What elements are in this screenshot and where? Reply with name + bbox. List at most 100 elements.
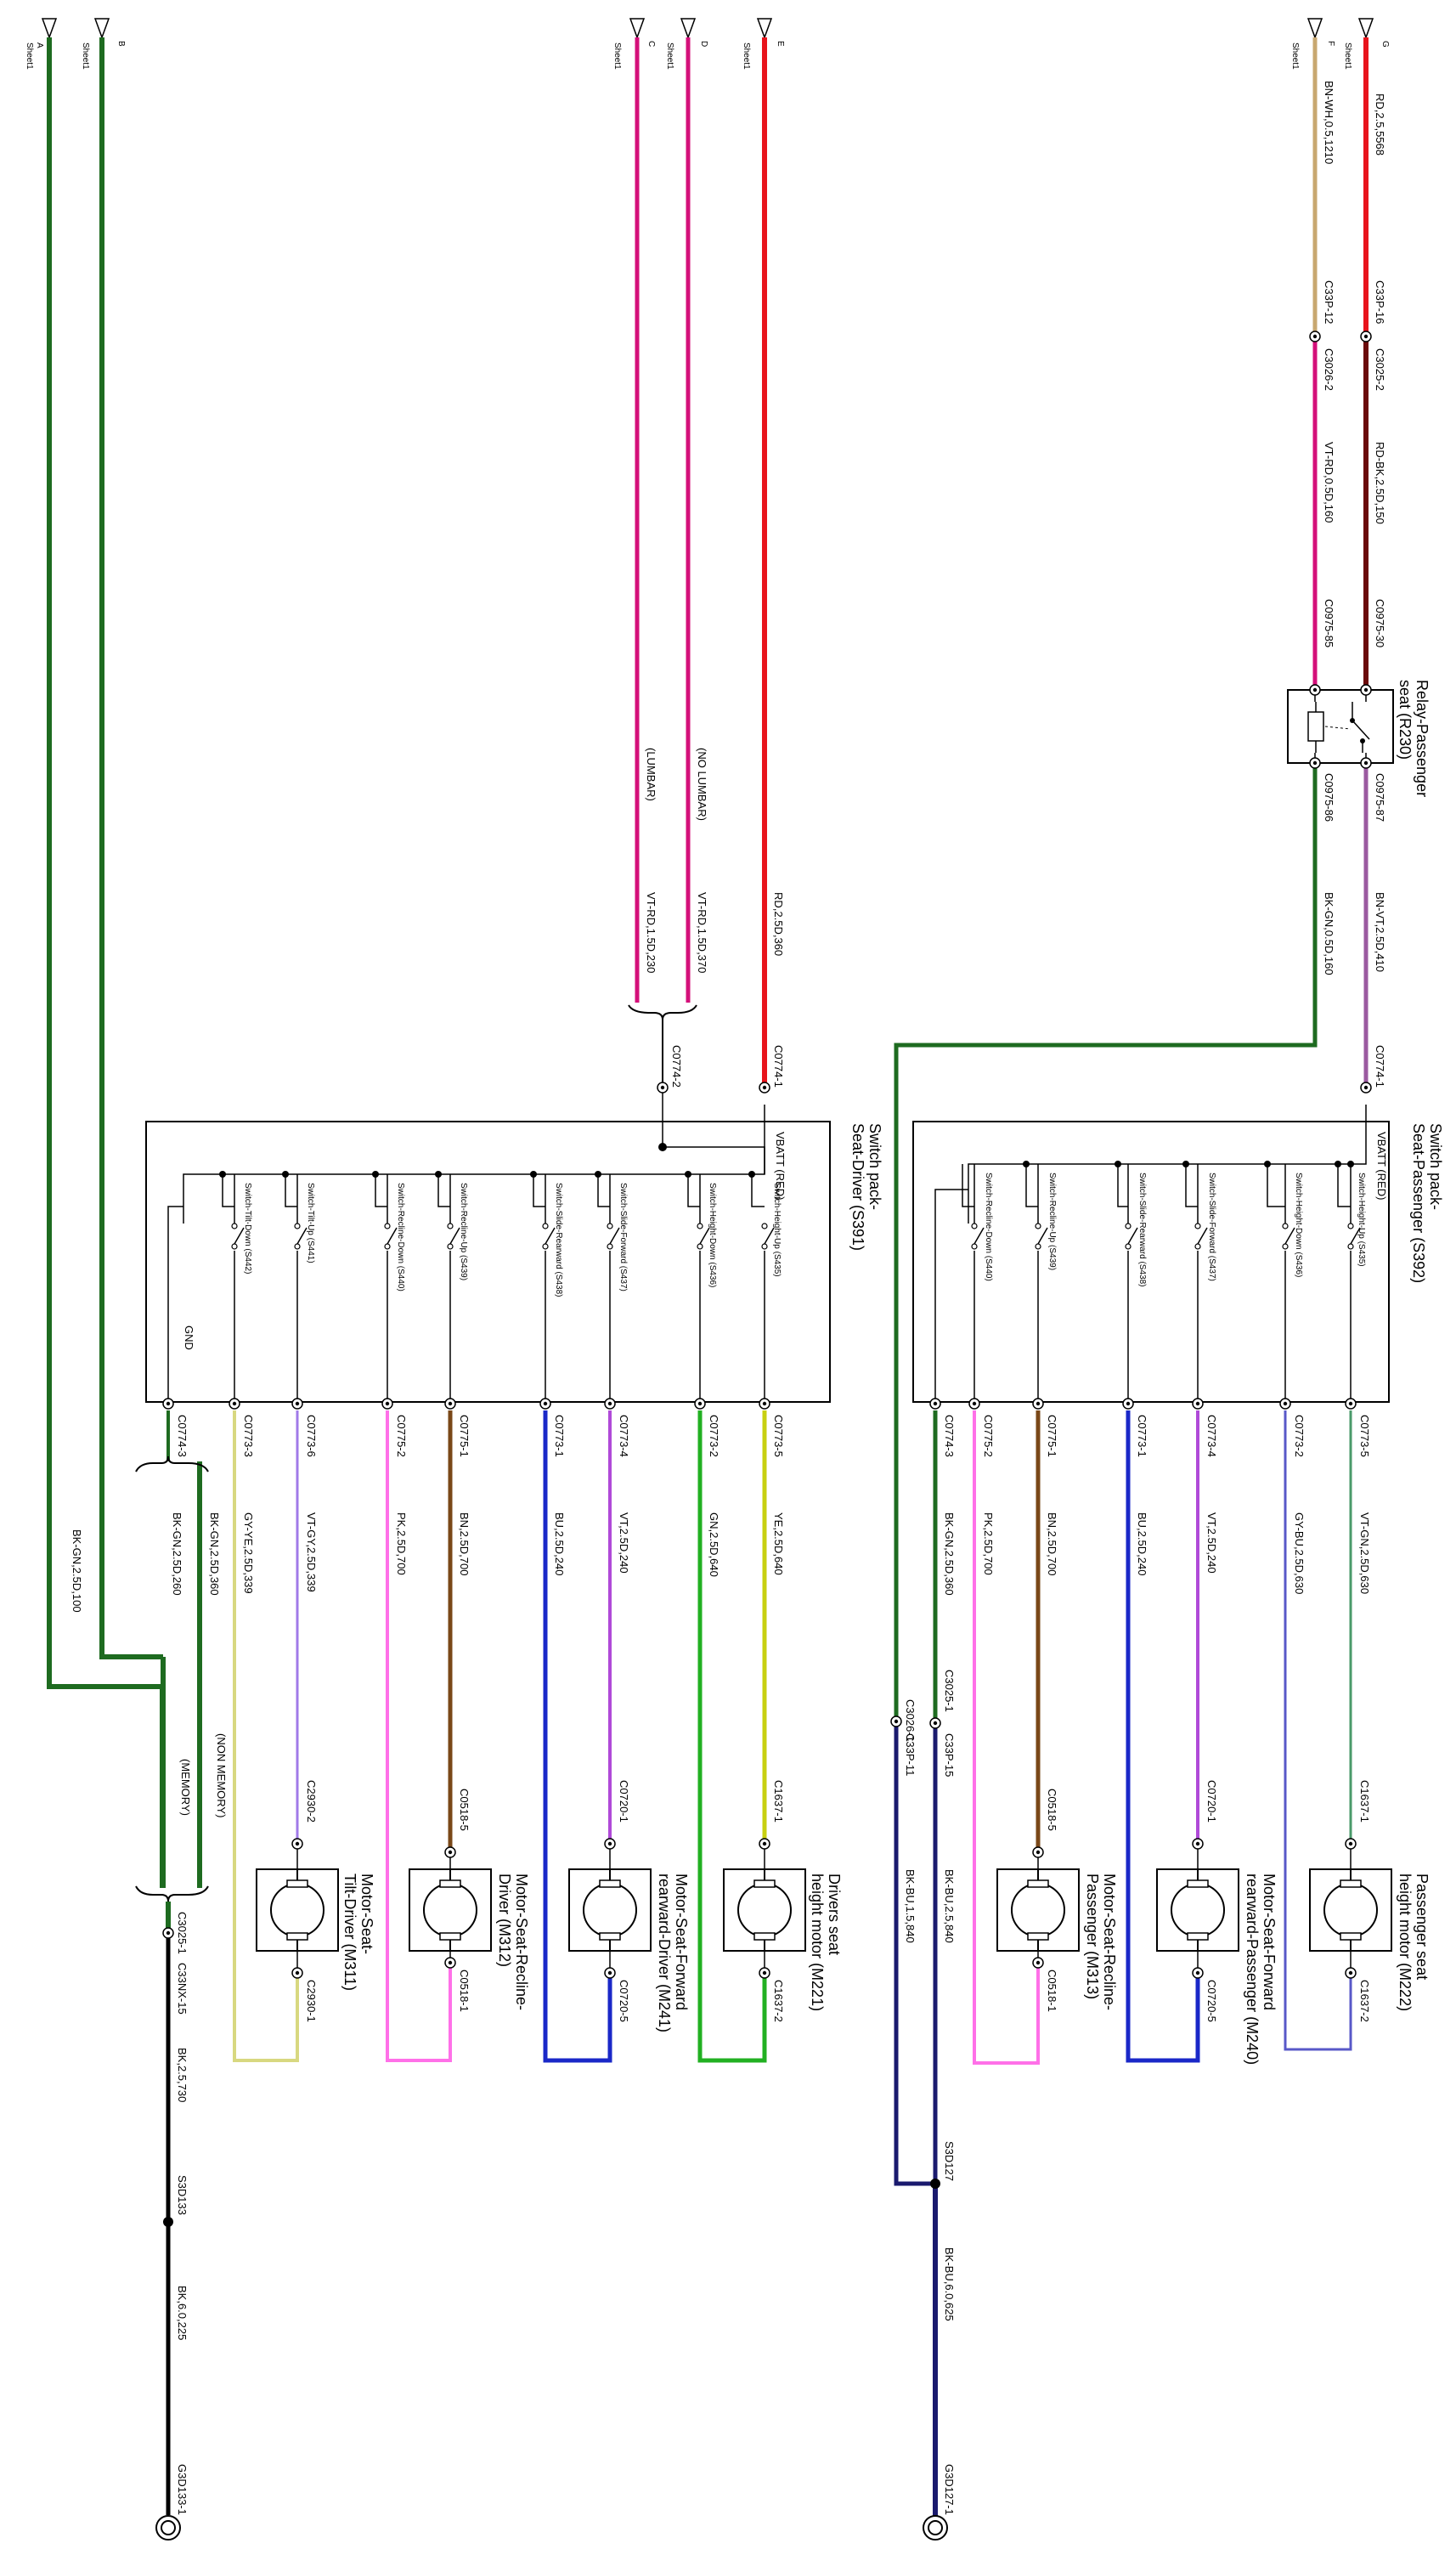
dm2-pin-a: C0720-1 (618, 1780, 630, 1823)
relay-passenger-seat[interactable]: Relay-Passenger seat (R230) (1287, 680, 1431, 797)
switch-pack-driver-gnd: GND (183, 1325, 195, 1350)
wire-d-bu-down[interactable] (543, 1410, 612, 2063)
motor-driver-recline-name1: Motor-Seat-Recline- (513, 1874, 530, 2010)
wire-b-bkgn[interactable] (99, 37, 163, 1659)
dm3-pin-a: C0518-5 (458, 1789, 471, 1831)
pm3-pin-a: C0518-5 (1046, 1789, 1058, 1831)
motor-driver-recline[interactable]: Motor-Seat-Recline- Driver (M312) (409, 1852, 530, 2010)
wire-a-bkgn[interactable] (47, 37, 161, 1689)
motor-icon (1156, 1868, 1239, 1952)
switch-pack-driver-name1: Switch pack- (866, 1123, 883, 1210)
switch-pack-driver-name2: Seat-Driver (S391) (849, 1123, 866, 1251)
offpage-f-letter: F (1326, 41, 1335, 46)
label-no-lumbar: (NO LUMBAR) (696, 748, 708, 821)
offpage-f-sheet: Sheet1 (1290, 42, 1300, 70)
motor-passenger-recline-name1: Motor-Seat-Recline- (1101, 1874, 1118, 2010)
label-c3026-1: C3026-1 (904, 1699, 917, 1742)
d-switch-6: Switch-Recline-Down (S440) (396, 1183, 405, 1291)
offpage-connectors: A Sheet1 B Sheet1 C Sheet1 D Sheet1 E Sh… (25, 18, 1390, 70)
p-conn-4: C0773-1 (1136, 1415, 1148, 1457)
label-rdbk-150: RD-BK,2.5D,150 (1374, 442, 1386, 524)
p-wire-4: BU,2.5D,240 (1136, 1512, 1148, 1575)
label-bkgn-160: BK-GN,0.5D,160 (1323, 892, 1335, 975)
motor-icon (256, 1868, 339, 1952)
p-conn-3: C0773-4 (1205, 1415, 1218, 1457)
d-wire-9: BK-GN,2.5D,360 (208, 1512, 221, 1596)
motor-icon (1309, 1868, 1392, 1952)
dm4-pin-a: C2930-2 (305, 1780, 318, 1823)
d-conn-1: C0773-5 (772, 1415, 785, 1457)
motor-passenger-recline-name2: Passenger (M313) (1084, 1874, 1101, 1999)
label-c3025-2: C3025-2 (1374, 348, 1386, 391)
p-wire-7: BK-GN,2.5D,360 (943, 1512, 956, 1596)
p-conn-7: C0774-3 (943, 1415, 956, 1457)
d-wire-3: VT,2.5D,240 (618, 1512, 630, 1574)
label-rd-360: RD,2.5D,360 (772, 892, 785, 956)
d-conn-3: C0773-4 (618, 1415, 630, 1457)
wire-p-bu-down[interactable] (1126, 1410, 1200, 2063)
d-wire-2: GN,2.5D,640 (708, 1512, 720, 1577)
pm1-pin-b: C1637-2 (1358, 1980, 1371, 2022)
label-bkbu-840-b: BK-BU,2.5,840 (943, 1869, 956, 1943)
p-wire-5: BN,2.5D,700 (1046, 1512, 1058, 1575)
offpage-a[interactable]: A Sheet1 (25, 18, 58, 70)
label-c33p-12: C33P-12 (1323, 280, 1335, 324)
wire-p-bkbu-840a[interactable] (894, 1725, 934, 2186)
motor-driver-tilt-name2: Tilt-Driver (M311) (341, 1874, 358, 1991)
offpage-c[interactable]: C Sheet1 (612, 18, 656, 70)
offpage-e[interactable]: E Sheet1 (742, 18, 785, 70)
motor-driver-tilt[interactable]: Motor-Seat- Tilt-Driver (M311) (256, 1844, 375, 1991)
offpage-g-letter: G (1380, 41, 1390, 48)
p-wire-3: VT,2.5D,240 (1205, 1512, 1218, 1574)
d-switch-4: Switch-Slide-Rearward (S438) (554, 1183, 563, 1297)
motor-passenger-height[interactable]: Passenger seat height motor (M222) (1309, 1844, 1431, 2011)
dm3-pin-b: C0518-1 (458, 1970, 471, 2012)
offpage-c-letter: C (646, 41, 656, 47)
label-bk-6-225: BK,6.0,225 (176, 2286, 189, 2340)
offpage-b[interactable]: B Sheet1 (81, 18, 126, 70)
label-lumbar: (LUMBAR) (645, 748, 657, 801)
switch-pack-passenger-box (912, 1121, 1390, 1403)
label-s3d133: S3D133 (176, 2175, 189, 2215)
motor-passenger-height-name1: Passenger seat (1414, 1874, 1431, 1980)
motor-driver-height-name2: height motor (M221) (809, 1874, 826, 2011)
d-conn-5: C0775-1 (458, 1415, 471, 1457)
motor-driver-height[interactable]: Drivers seat height motor (M221) (723, 1844, 843, 2011)
d-conn-7: C0773-6 (305, 1415, 318, 1457)
motor-icon (409, 1868, 492, 1952)
offpage-b-letter: B (116, 41, 126, 47)
switch-pack-passenger-name1: Switch pack- (1427, 1123, 1444, 1210)
motor-passenger-forward-name2: rearward-Passenger (M240) (1244, 1874, 1261, 2065)
motor-icon (723, 1868, 806, 1952)
p-wire-2: GY-BU,2.5D,630 (1293, 1512, 1306, 1594)
motor-passenger-forward[interactable]: Motor-Seat-Forward rearward-Passenger (M… (1156, 1844, 1278, 2065)
relay-name-line2: seat (R230) (1397, 680, 1414, 760)
label-c0975-30: C0975-30 (1374, 599, 1386, 647)
offpage-g[interactable]: G Sheet1 (1343, 18, 1390, 70)
motor-driver-forward[interactable]: Motor-Seat-Forward rearward-Driver (M241… (568, 1844, 690, 2032)
splice-s3d133 (163, 2217, 173, 2227)
wire-bkgn-160[interactable] (894, 763, 1318, 1718)
wire-d-gyye-down[interactable] (233, 1410, 299, 2062)
offpage-d-letter: D (699, 41, 708, 47)
switch-pack-driver[interactable]: Switch pack- Seat-Driver (S391) VBATT (R… (145, 1086, 883, 1403)
d-wire-4: BU,2.5D,240 (553, 1512, 566, 1575)
ground-g3d127-icon (923, 2515, 948, 2541)
label-c33nx-15: C33NX-15 (176, 1963, 189, 2015)
label-c0774-1-passenger: C0774-1 (1374, 1045, 1386, 1088)
pm2-pin-b: C0720-5 (1205, 1980, 1218, 2022)
relay-box (1287, 689, 1394, 764)
d-switch-2: Switch-Height-Down (S436) (708, 1183, 717, 1287)
switch-pack-passenger[interactable]: Switch pack- Seat-Passenger (S392) VBATT… (912, 1105, 1444, 1403)
offpage-d[interactable]: D Sheet1 (665, 18, 708, 70)
label-bkgn-100: BK-GN,2.5D,100 (71, 1529, 83, 1613)
p-switch-5: Switch-Recline-Up (S439) (1047, 1173, 1057, 1270)
wire-p-gybu-down[interactable] (1284, 1410, 1352, 2051)
wire-p-pk[interactable] (973, 1410, 1040, 2065)
wire-d-pk-down[interactable] (386, 1410, 452, 2062)
wire-d-gn-down[interactable] (697, 1410, 767, 2063)
offpage-f[interactable]: F Sheet1 (1290, 18, 1335, 70)
motor-passenger-recline[interactable]: Motor-Seat-Recline- Passenger (M313) (996, 1852, 1118, 2010)
label-c33p-16: C33P-16 (1374, 280, 1386, 324)
